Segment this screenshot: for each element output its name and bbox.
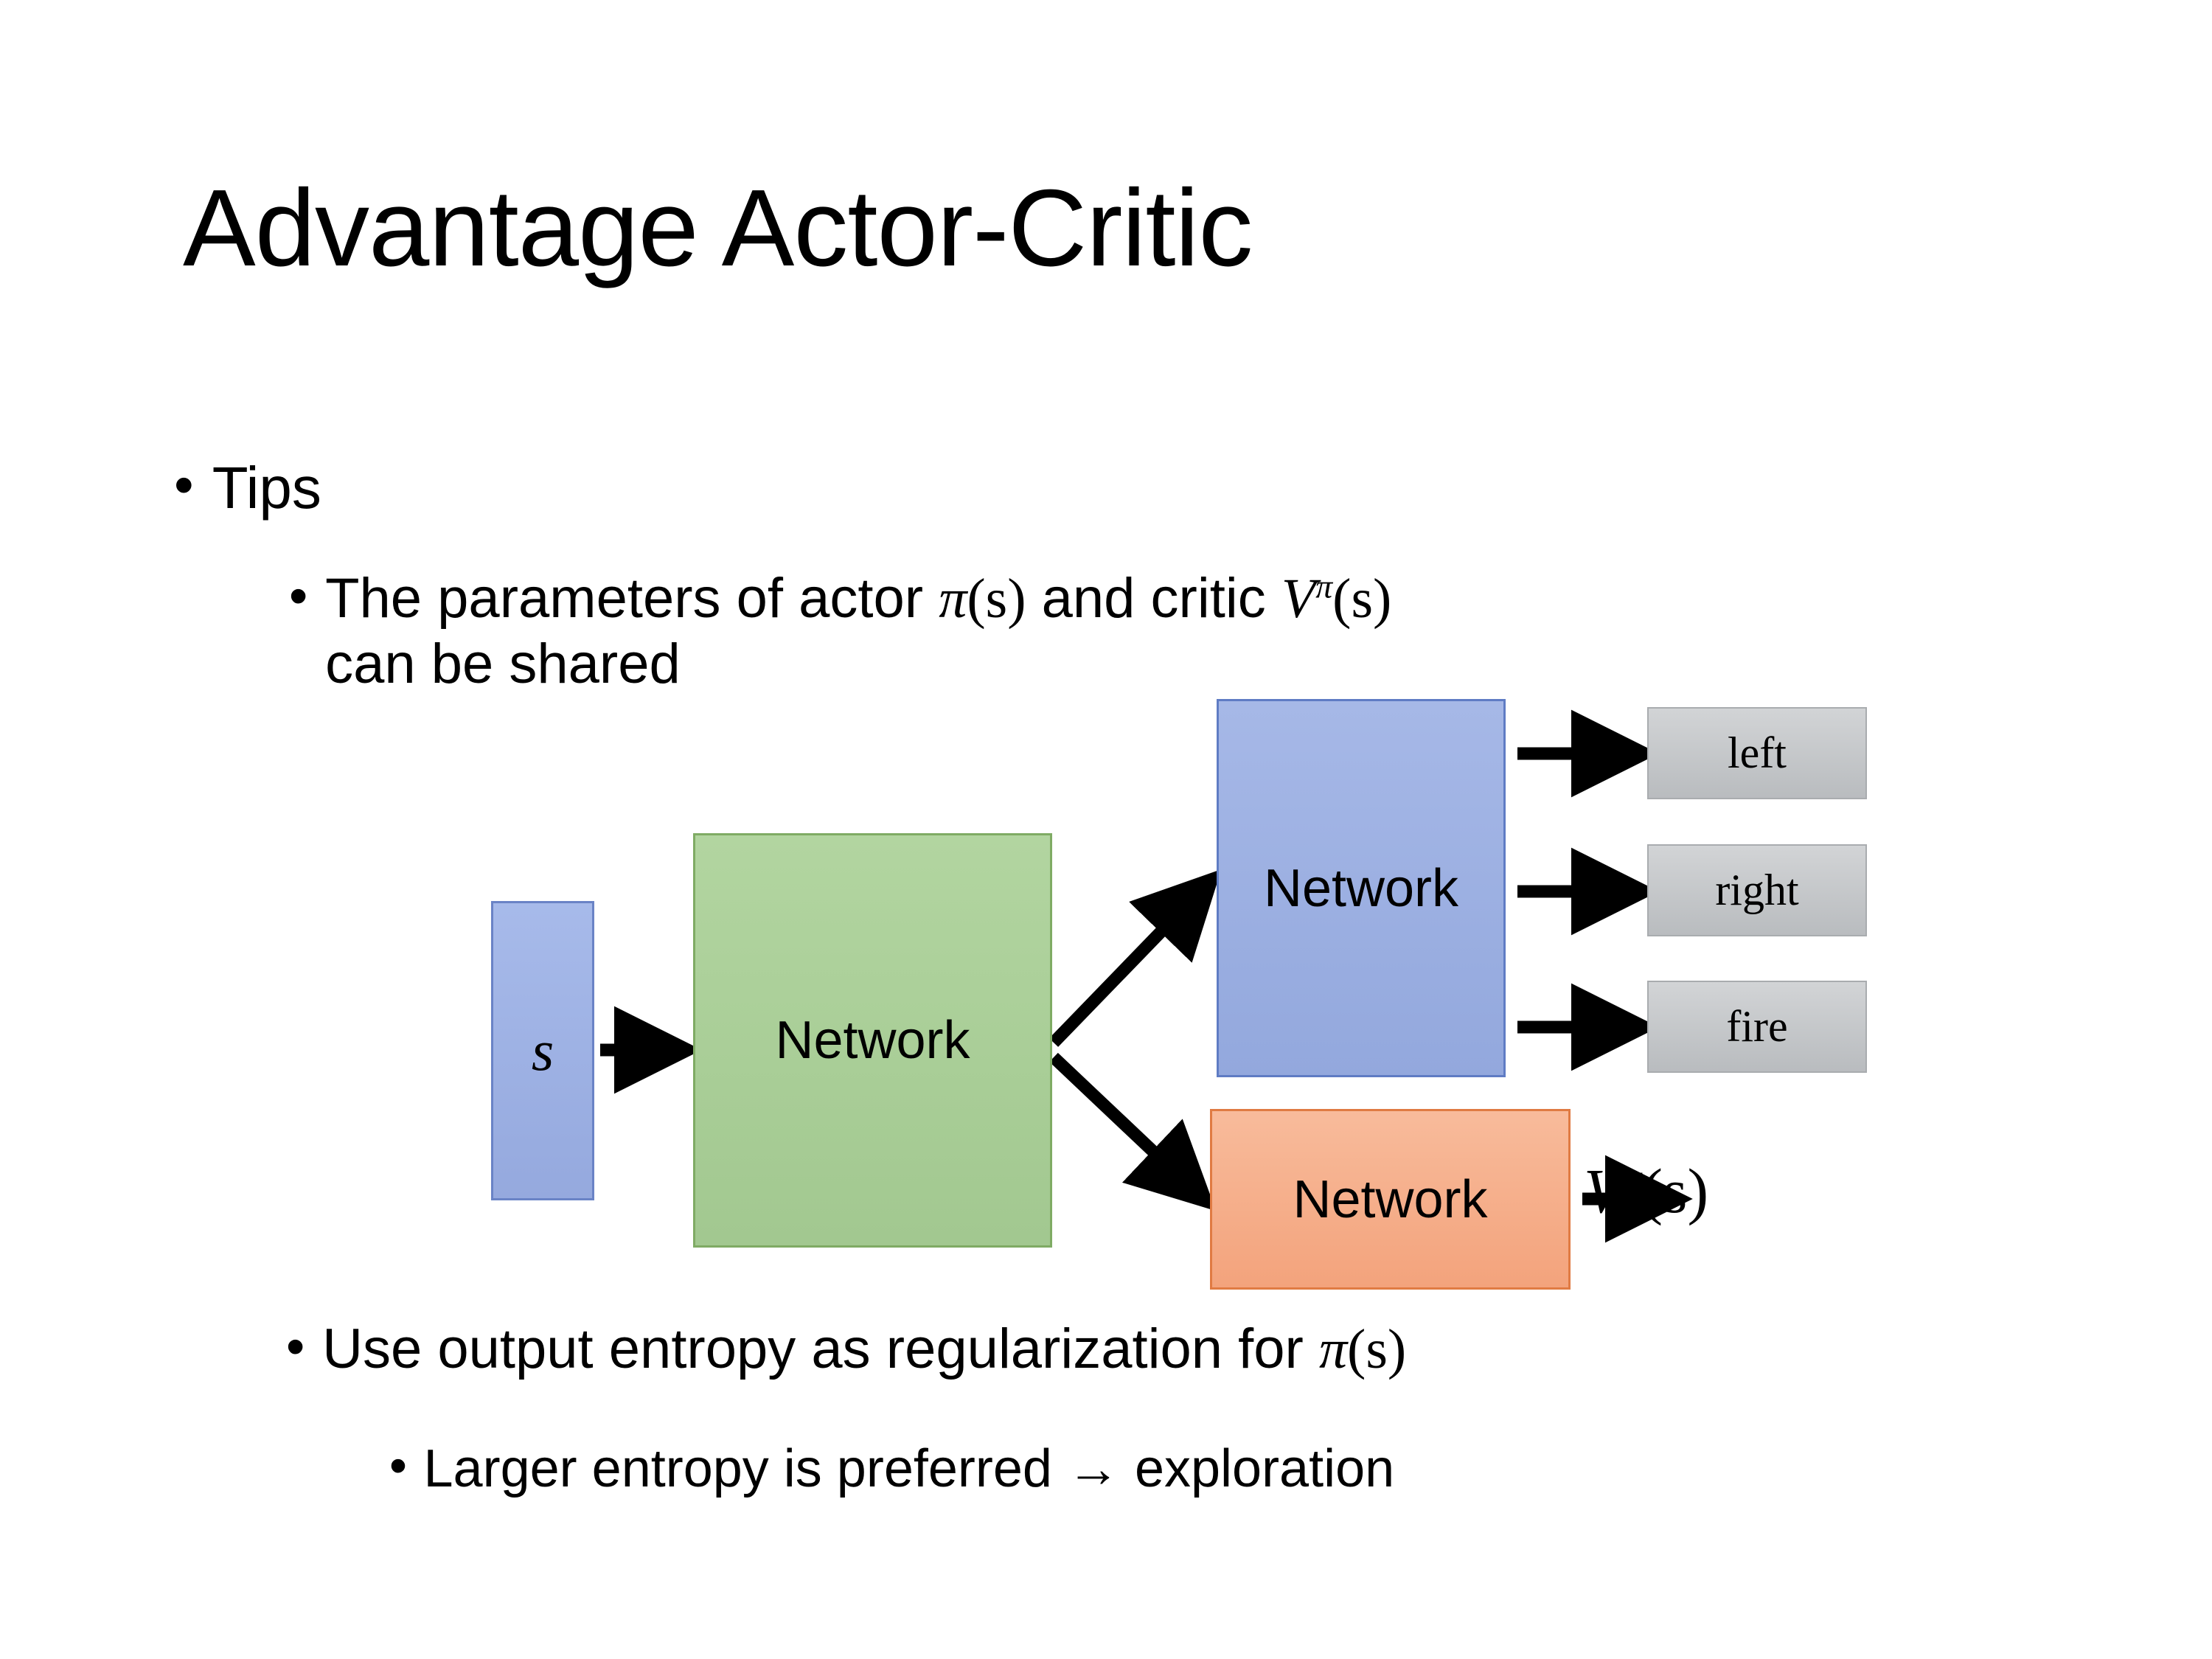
math-actor-pi: π [939,568,967,630]
arrow-shared-to-actor [1048,869,1222,1047]
math-critic-V: V [1281,568,1316,630]
math-pi-args: (s) [1347,1318,1407,1380]
bullet-larger-entropy: • Larger entropy is preferred → explorat… [389,1438,2011,1500]
bullet-marker-icon: • [389,1438,407,1495]
diagram-output-action-left[interactable]: left [1647,707,1867,799]
bullet-shared-parameters: • The parameters of actor π(s) and criti… [289,566,2029,698]
diagram-node-critic-network[interactable]: Network [1210,1109,1571,1290]
bullet-larger-entropy-label: Larger entropy is preferred → exploratio… [423,1439,1395,1498]
math-value-args: (s) [1641,1155,1709,1226]
text-fragment-middle: and critic [1026,567,1281,630]
bullet-shared-parameters-label: The parameters of actor π(s) and critic … [325,566,1391,698]
diagram-output-action-fire[interactable]: fire [1647,981,1867,1073]
math-value-V: V [1584,1155,1623,1226]
bullet-tips-label: Tips [212,455,321,521]
diagram-node-actor-network[interactable]: Network [1217,699,1506,1077]
math-value-superscript: π [1622,1157,1642,1200]
diagram-node-state-input[interactable]: s [491,901,594,1200]
math-pi: π [1318,1318,1348,1380]
bullet-marker-icon: • [174,453,194,517]
bullet-tips: • Tips [174,454,321,523]
page-title: Advantage Actor-Critic [183,167,1253,289]
diagram-node-shared-network[interactable]: Network [693,833,1052,1248]
bullet-marker-icon: • [286,1317,305,1377]
bullet-entropy-label: Use output entropy as regularization for… [322,1317,1406,1382]
diagram-output-action-right[interactable]: right [1647,844,1867,936]
text-fragment-prefix: Use output entropy as regularization for [322,1318,1319,1380]
diagram-output-value-function: Vπ(s) [1584,1154,1708,1228]
math-critic-args: (s) [1332,568,1392,630]
text-fragment-line2: can be shared [325,632,681,695]
bullet-marker-icon: • [289,566,308,626]
math-critic-superscript: π [1315,567,1333,605]
math-actor-args: (s) [967,568,1026,630]
bullet-entropy-regularization: • Use output entropy as regularization f… [286,1317,1982,1382]
text-fragment-prefix: The parameters of actor [325,567,939,630]
arrow-shared-to-critic [1049,1052,1217,1211]
